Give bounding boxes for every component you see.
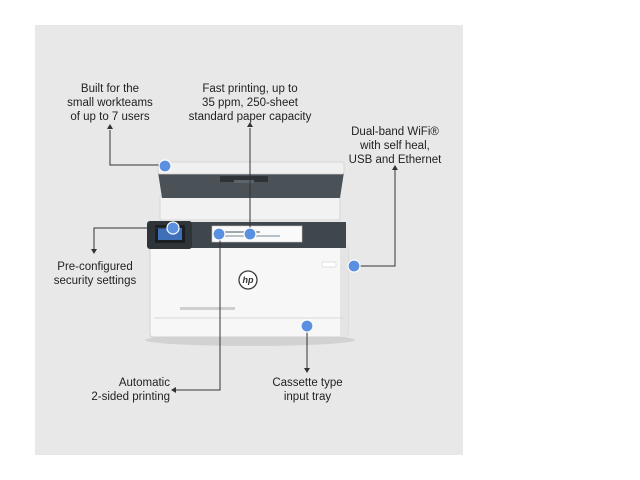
arrow-heads: [91, 122, 398, 393]
hp-logo: hp: [242, 275, 254, 285]
callout-workteams: Built for the small workteams of up to 7…: [55, 82, 165, 124]
callout-line: Fast printing, up to: [202, 83, 298, 95]
callout-line: Built for the: [80, 83, 140, 95]
callout-printing: Fast printing, up to 35 ppm, 250-sheet s…: [175, 82, 325, 124]
hotspot-wifi: [347, 259, 361, 273]
callout-line: of up to 7 users: [70, 111, 150, 123]
callout-wifi: Dual-band WiFi® with self heal, USB and …: [340, 125, 450, 167]
callout-line: USB and Ethernet: [348, 154, 442, 166]
hotspot-security: [166, 221, 180, 235]
hotspot-duplex: [212, 227, 226, 241]
callout-security: Pre-configured security settings: [40, 260, 150, 288]
callout-cassette: Cassette type input tray: [255, 376, 360, 404]
leader-lines: [93, 128, 396, 391]
callout-line: Dual-band WiFi®: [351, 126, 439, 138]
callout-line: input tray: [283, 391, 332, 403]
callout-line: 35 ppm, 250-sheet: [202, 97, 298, 109]
callout-line: security settings: [53, 275, 137, 287]
callout-line: Cassette type: [272, 377, 343, 389]
hotspot-cassette: [300, 319, 314, 333]
callout-line: 2-sided printing: [91, 391, 170, 403]
hotspot-printing: [243, 227, 257, 241]
hotspot-workteams: [158, 159, 172, 173]
callout-duplex: Automatic 2-sided printing: [60, 376, 170, 404]
callout-line: small workteams: [67, 97, 153, 109]
callout-line: Pre-configured: [57, 261, 133, 273]
callout-line: with self heal,: [360, 140, 430, 152]
callout-line: Automatic: [118, 377, 170, 389]
hotspots: [158, 159, 361, 333]
callout-line: standard paper capacity: [188, 111, 312, 123]
